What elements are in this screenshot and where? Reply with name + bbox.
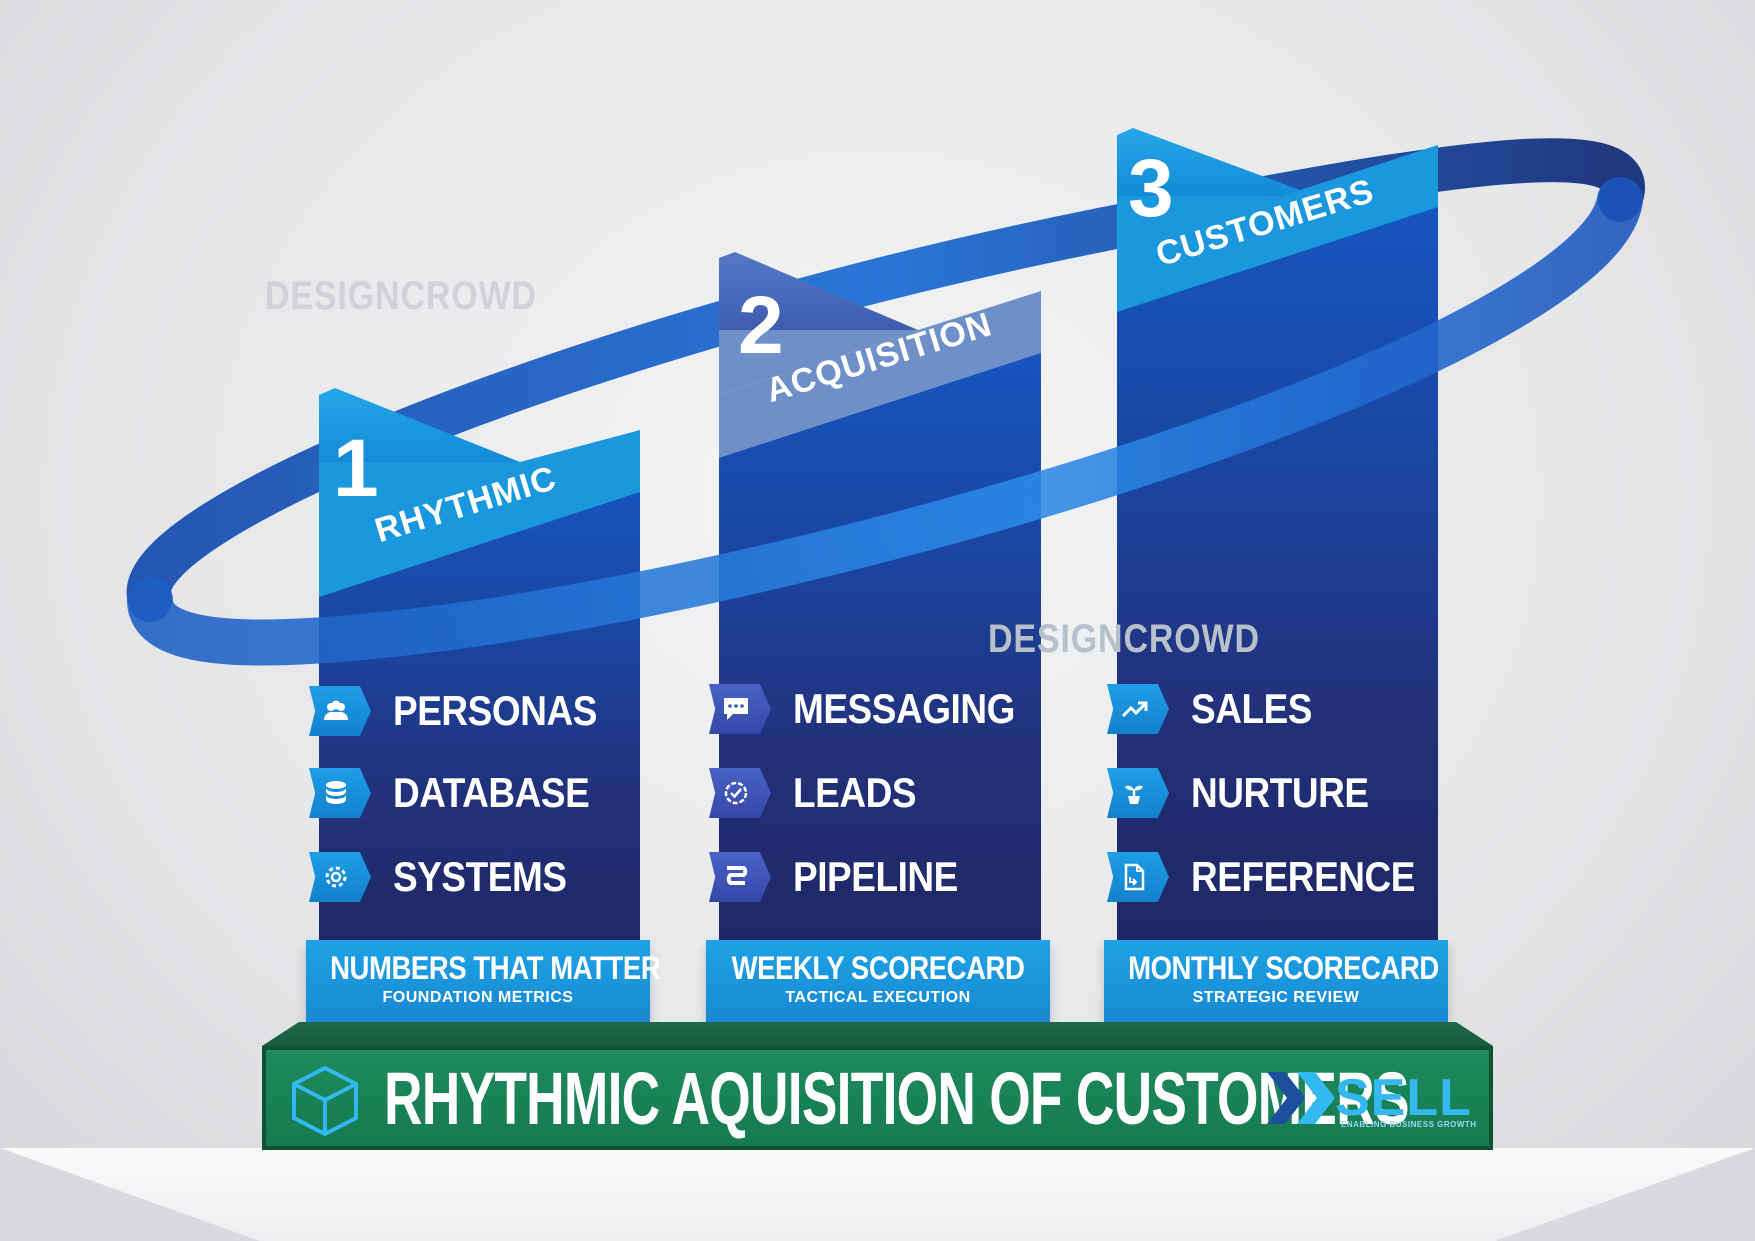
step-number-2: 2 [738,280,784,371]
item-label: SALES [1191,685,1313,732]
chat-icon [709,684,771,734]
item-label: MESSAGING [793,685,1015,732]
brand-tagline: ENABLING BUSINESS GROWTH [1341,1120,1477,1129]
base-title: MONTHLY SCORECARD [1128,950,1439,986]
floor-shadow-left [0,1148,260,1241]
item-label: PERSONAS [393,687,597,734]
xsell-logo: SELL ENABLING BUSINESS GROWTH [1267,1068,1476,1134]
item-label: SYSTEMS [393,853,567,900]
item-label: LEADS [793,769,917,816]
floor-shadow-right [1495,1148,1755,1241]
pillar-base-1: NUMBERS THAT MATTER FOUNDATION METRICS [306,940,661,1022]
list-item-messaging: MESSAGING [709,684,1045,734]
watermark: DESIGNCROWD [988,617,1260,661]
brand-name: SELL [1335,1069,1472,1127]
pipeline-icon [709,852,771,902]
list-item-personas: PERSONAS [309,686,625,736]
trending-up-icon [1107,684,1169,734]
list-item-sales: SALES [1107,684,1329,734]
users-icon [309,686,371,736]
rac-cube-logo [292,1065,358,1137]
list-item-leads: LEADS [709,768,933,818]
list-item-systems: SYSTEMS [309,852,590,902]
banner-title: RHYTHMIC AQUISITION OF CUSTOMERS [384,1057,1410,1140]
floor [0,1148,1755,1241]
list-item-pipeline: PIPELINE [709,852,980,902]
x-mark-icon [1267,1072,1335,1124]
base-subtitle: TACTICAL EXECUTION [785,989,971,1006]
pillar-base-3: MONTHLY SCORECARD STRATEGIC REVIEW [1104,940,1448,1022]
title-banner: RHYTHMIC AQUISITION OF CUSTOMERS SELL EN… [262,1046,1493,1150]
base-title: NUMBERS THAT MATTER [330,950,661,986]
database-icon [309,768,371,818]
step-number-1: 1 [333,423,379,514]
item-label: REFERENCE [1191,853,1416,900]
gear-icon [309,852,371,902]
watermark: DESIGNCROWD [265,274,537,318]
item-label: DATABASE [393,769,590,816]
list-item-reference: REFERENCE [1107,852,1446,902]
item-label: PIPELINE [793,853,958,900]
plant-icon [1107,768,1169,818]
pillar-base-2: WEEKLY SCORECARD TACTICAL EXECUTION [706,940,1050,1022]
item-label: NURTURE [1191,769,1369,816]
list-item-database: DATABASE [309,768,616,818]
document-icon [1107,852,1169,902]
step-number-3: 3 [1128,143,1174,234]
banner-top-face [262,1022,1493,1046]
base-subtitle: STRATEGIC REVIEW [1192,989,1360,1006]
verified-badge-icon [709,768,771,818]
base-title: WEEKLY SCORECARD [731,950,1025,986]
base-subtitle: FOUNDATION METRICS [382,989,574,1006]
list-item-nurture: NURTURE [1107,768,1393,818]
